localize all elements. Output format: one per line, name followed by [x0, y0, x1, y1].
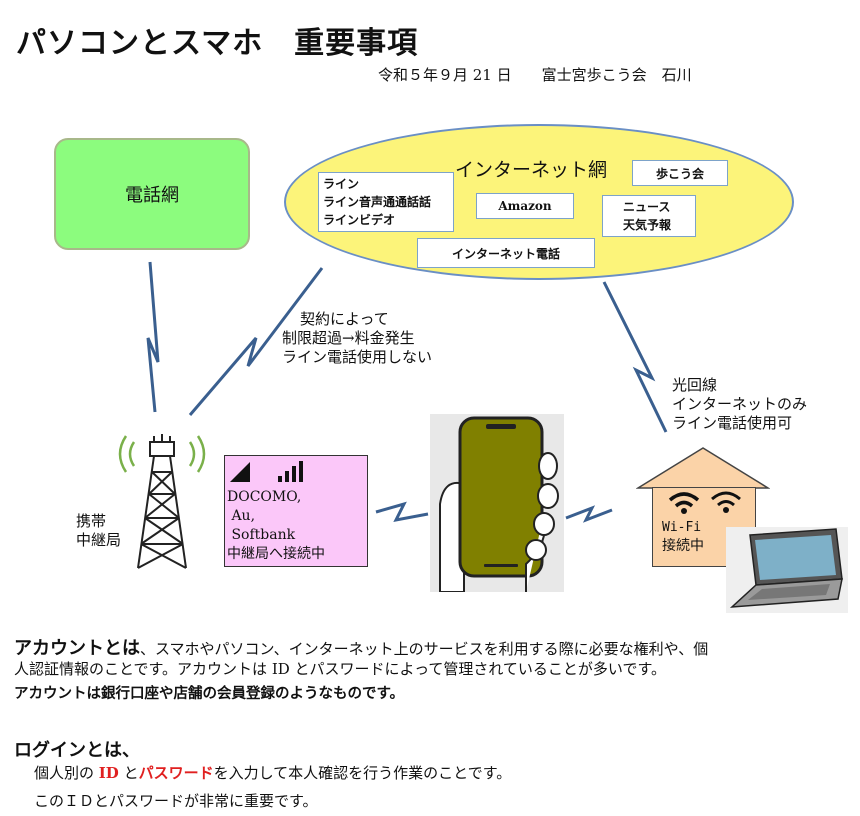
carrier-line: Softbank: [227, 527, 296, 543]
internet-call-label: インターネット電話: [451, 246, 560, 261]
signal-strength-icon: [230, 461, 303, 482]
line-services-box: ライン ライン音声通通話話 ラインビデオ: [318, 172, 454, 232]
wifi-icons: [668, 491, 741, 514]
account-line-2: 人認証情報のことです。アカウントは ID とパスワードによって管理されていること…: [14, 660, 666, 678]
login-heading: ログインとは、: [14, 740, 140, 761]
ayumi-box: 歩こう会: [632, 160, 728, 186]
house-roof-icon: [636, 447, 770, 489]
line-service-item: ラインビデオ: [323, 213, 396, 227]
password-highlight: パスワード: [138, 764, 214, 782]
account-line-1: アカウントとは、スマホやパソコン、インターネット上のサービスを利用する際に必要な…: [14, 634, 708, 660]
phone-to-house-line: [565, 505, 613, 523]
tower-to-internet-line: [188, 267, 324, 416]
carrier-to-phone-line: [375, 501, 429, 523]
smartphone-icon: [430, 414, 564, 592]
login-text: 個人別の: [34, 764, 99, 782]
fiber-note: 光回線 インターネットのみ ライン電話使用可: [672, 376, 807, 433]
cell-tower-icon: [118, 434, 206, 569]
tower-label: 携帯 中継局: [76, 512, 121, 550]
internet-call-box: インターネット電話: [417, 238, 595, 268]
page-title: パソコンとスマホ 重要事項: [16, 26, 419, 61]
wifi-box: Wi-Fi 接続中: [662, 518, 704, 556]
fiber-note-line: ライン電話使用可: [672, 414, 793, 432]
wifi-status: 接続中: [662, 538, 704, 554]
contract-note: 契約によって 制限超過→料金発生 ライン電話使用しない: [282, 310, 432, 367]
carrier-line: DOCOMO,: [227, 489, 302, 505]
carrier-line: Au,: [227, 508, 256, 524]
fiber-note-line: インターネットのみ: [672, 395, 808, 413]
ayumi-label: 歩こう会: [655, 166, 704, 181]
login-text: を入力して本人確認を行う作業のことです。: [213, 764, 512, 782]
id-highlight: ID: [98, 764, 119, 782]
contract-note-line: 契約によって: [300, 310, 389, 328]
phone-network-label: 電話網: [125, 185, 179, 206]
login-line-1: 個人別の ID とパスワードを入力して本人確認を行う作業のことです。: [34, 762, 511, 783]
account-line-3: アカウントは銀行口座や店舗の会員登録のようなものです。: [14, 686, 405, 702]
amazon-label: Amazon: [498, 199, 552, 213]
tower-label-line: 中継局: [76, 531, 122, 549]
news-label: ニュース: [623, 200, 671, 214]
contract-note-line: ライン電話使用しない: [282, 348, 433, 366]
tower-to-phone-network-line: [146, 261, 160, 413]
internet-to-house-line: [602, 281, 668, 433]
date-author-line: 令和５年９月 21 日 富士宮歩こう会 石川: [378, 66, 692, 84]
account-heading: アカウントとは: [14, 638, 140, 659]
laptop-icon: [726, 527, 848, 613]
contract-note-line: 制限超過→料金発生: [282, 329, 415, 347]
carrier-line: 中継局へ接続中: [227, 546, 325, 562]
wifi-icon: [711, 491, 741, 507]
phone-network-box: 電話網: [54, 138, 250, 250]
fiber-note-line: 光回線: [672, 376, 718, 394]
weather-label: 天気予報: [623, 218, 672, 232]
login-line-2: このＩＤとパスワードが非常に重要です。: [34, 792, 318, 810]
wifi-label: Wi-Fi: [662, 520, 702, 535]
news-weather-box: ニュース 天気予報: [602, 195, 696, 237]
amazon-box: Amazon: [476, 193, 574, 219]
login-text: と: [118, 764, 139, 782]
wifi-icon: [668, 492, 700, 508]
tower-label-line: 携帯: [76, 512, 107, 530]
internet-title: インターネット網: [455, 159, 608, 181]
line-service-item: ライン: [323, 177, 360, 191]
line-service-item: ライン音声通通話話: [323, 195, 432, 209]
account-text: 、スマホやパソコン、インターネット上のサービスを利用する際に必要な権利や、個: [140, 640, 709, 658]
